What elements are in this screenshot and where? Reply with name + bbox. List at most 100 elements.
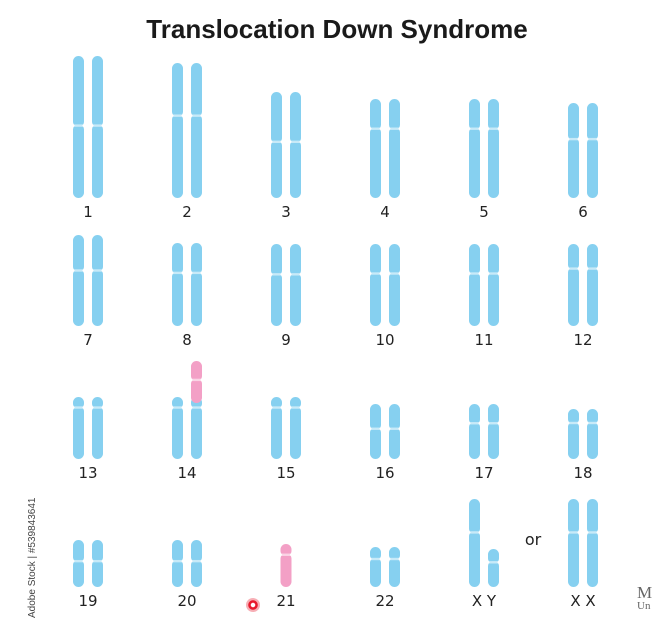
chromatid-q-arm bbox=[191, 378, 202, 403]
chromosome-label: 4 bbox=[380, 203, 390, 221]
chromosome-label: 22 bbox=[375, 592, 394, 610]
chromosome bbox=[73, 235, 84, 326]
chromosome bbox=[370, 404, 381, 459]
chromatid-q-arm bbox=[191, 271, 202, 326]
chromosome-pair-1: 1 bbox=[73, 56, 103, 221]
centromere-mark bbox=[469, 422, 480, 425]
chromosome-label: 18 bbox=[573, 464, 592, 482]
chromosome-pair-5: 5 bbox=[469, 99, 499, 221]
centromere-mark bbox=[389, 557, 400, 561]
centromere-mark bbox=[191, 559, 202, 563]
chromosome-label: 8 bbox=[182, 331, 192, 349]
chromosome-label: 17 bbox=[474, 464, 493, 482]
chromatid-p-arm bbox=[488, 549, 499, 564]
chromosome bbox=[488, 404, 499, 459]
centromere-mark bbox=[568, 137, 579, 141]
chromosome bbox=[73, 56, 84, 198]
centromere-mark bbox=[191, 114, 202, 117]
chromosome bbox=[568, 409, 579, 459]
chromatid-q-arm bbox=[92, 268, 103, 326]
chromosome bbox=[92, 540, 103, 587]
chromosome-label: 19 bbox=[78, 592, 97, 610]
chromosome-label: 15 bbox=[276, 464, 295, 482]
page-title: Translocation Down Syndrome bbox=[146, 14, 528, 44]
chromosome bbox=[191, 243, 202, 326]
centromere-mark bbox=[290, 140, 301, 144]
chromosome-label: 5 bbox=[479, 203, 489, 221]
translocated-chromosome bbox=[280, 544, 292, 587]
centromere-mark bbox=[191, 378, 202, 382]
chromatid-q-arm bbox=[172, 559, 183, 587]
centromere-mark bbox=[568, 421, 579, 425]
chromosome bbox=[568, 244, 579, 326]
centromere-mark bbox=[389, 127, 400, 130]
chromosome-pair-13: 13 bbox=[73, 397, 103, 482]
centromere-mark bbox=[172, 406, 183, 409]
chromatid-p-arm bbox=[290, 92, 301, 144]
chromatid-q-arm bbox=[290, 272, 301, 326]
centromere-mark bbox=[172, 271, 183, 275]
centromere-mark bbox=[370, 272, 381, 275]
chromatid-p-arm bbox=[172, 540, 183, 563]
chromosome-pair-15: 15 bbox=[271, 397, 301, 482]
centromere-mark bbox=[271, 140, 282, 144]
chromatid-q-arm bbox=[271, 272, 282, 326]
chromosome-label: 21 bbox=[276, 592, 295, 610]
centromere-mark bbox=[92, 124, 103, 127]
corner-logo-line1: M bbox=[637, 584, 653, 602]
chromosome bbox=[488, 549, 499, 587]
chromatid-p-arm bbox=[191, 63, 202, 118]
centromere-mark bbox=[488, 561, 499, 564]
chromosome bbox=[488, 244, 499, 326]
chromatid-q-arm bbox=[587, 421, 598, 459]
chromatid-q-arm bbox=[389, 427, 400, 459]
chromatid-q-arm bbox=[568, 421, 579, 459]
chromosome-pair-17: 17 bbox=[469, 404, 499, 482]
centromere-mark bbox=[469, 272, 480, 275]
chromosome bbox=[587, 409, 598, 459]
chromosome-pair-2: 2 bbox=[172, 63, 202, 221]
chromosome-pair-3: 3 bbox=[271, 92, 301, 221]
chromosome-pair-7: 7 bbox=[73, 235, 103, 349]
chromatid-p-arm bbox=[92, 540, 103, 563]
chromatid-q-arm bbox=[191, 406, 202, 459]
centromere-mark bbox=[587, 531, 598, 534]
chromatid-q-arm bbox=[469, 272, 480, 326]
chromatid-p-arm bbox=[191, 540, 202, 563]
chromatid-p-arm bbox=[290, 397, 301, 410]
chromosome bbox=[568, 103, 579, 198]
chromatid-p-arm bbox=[587, 499, 598, 534]
chromosome bbox=[370, 244, 381, 326]
chromosome-pair-12: 12 bbox=[568, 244, 598, 349]
chromosome bbox=[370, 99, 381, 198]
chromosome-label: 7 bbox=[83, 331, 93, 349]
chromosome bbox=[469, 499, 480, 587]
chromatid-p-arm bbox=[191, 243, 202, 275]
chromatid-q-arm bbox=[172, 114, 183, 198]
chromosome bbox=[73, 540, 84, 587]
chromatid-q-arm bbox=[469, 421, 480, 459]
chromatid-p-arm bbox=[191, 361, 202, 382]
chromosome-pair-xx: X X bbox=[568, 499, 598, 610]
chromatid-q-arm bbox=[488, 127, 499, 198]
chromosome bbox=[172, 540, 183, 587]
chromosome bbox=[389, 404, 400, 459]
chromosome bbox=[271, 244, 282, 326]
chromatid-p-arm bbox=[370, 99, 381, 131]
chromosome bbox=[191, 63, 202, 198]
centromere-mark bbox=[92, 559, 103, 563]
corner-logo-line2: Un bbox=[637, 600, 651, 612]
chromatid-q-arm bbox=[469, 127, 480, 198]
centromere-mark bbox=[191, 271, 202, 275]
chromosome-pair-19: 19 bbox=[73, 540, 103, 610]
chromatid-p-arm bbox=[587, 409, 598, 425]
centromere-mark bbox=[587, 267, 598, 270]
chromatid-p-arm bbox=[568, 499, 579, 534]
chromatid-p-arm bbox=[587, 103, 598, 141]
chromatid-q-arm bbox=[92, 559, 103, 587]
chromatid-q-arm bbox=[73, 124, 84, 198]
chromatid-q-arm bbox=[280, 553, 292, 587]
chromatid-q-arm bbox=[587, 530, 598, 587]
chromosome bbox=[191, 397, 202, 459]
chromatid-q-arm bbox=[389, 127, 400, 198]
